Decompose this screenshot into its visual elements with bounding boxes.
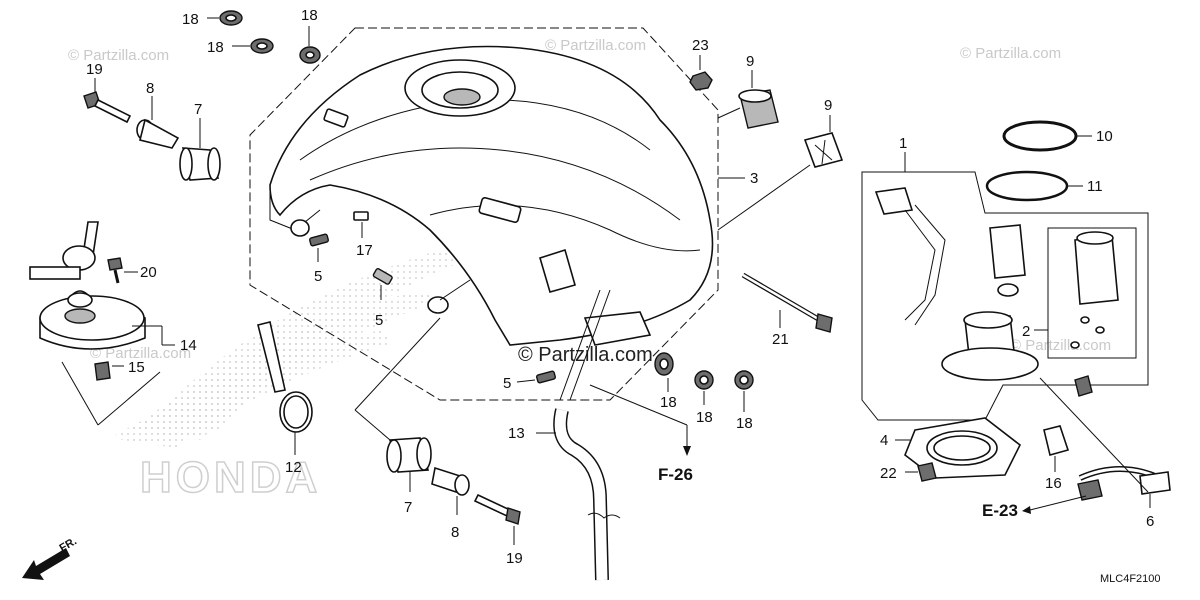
ref-f-26: F-26	[658, 465, 693, 484]
callout-17: 17	[356, 242, 373, 259]
watermark-top-right: © Partzilla.com	[960, 45, 1061, 62]
part-5-cushion-a: 5	[309, 233, 329, 285]
callout-13: 13	[508, 425, 525, 442]
callout-15: 15	[128, 359, 145, 376]
fuel-cap-assembly: 14	[29, 221, 197, 354]
callout-23: 23	[692, 37, 709, 54]
callout-18-a: 18	[182, 11, 199, 28]
fuel-tank	[269, 45, 714, 346]
callout-14: 14	[180, 337, 197, 354]
callout-19-upper: 19	[86, 61, 103, 78]
callout-5-b: 5	[375, 312, 383, 329]
callout-9-upper: 9	[746, 53, 754, 70]
part-8-collar-lower: 8	[431, 466, 470, 541]
callout-12: 12	[285, 459, 302, 476]
part-17-cushion: 17	[353, 211, 373, 259]
part-5-cushion-b: 5	[372, 268, 393, 329]
tank-group-frame	[249, 27, 719, 401]
callout-16: 16	[1045, 475, 1062, 492]
part-4-gasket-plate: 4	[880, 417, 1022, 479]
part-9-grommet-upper: 9	[738, 53, 779, 129]
part-8-collar-upper: 8	[136, 80, 180, 149]
callout-4: 4	[880, 432, 888, 449]
part-5-cushion-c: 5	[503, 370, 556, 392]
part-16-clamp: 16	[1043, 425, 1070, 492]
part-12-strap: 12	[257, 321, 313, 476]
callout-18-d: 18	[660, 394, 677, 411]
part-11-o-ring: 11	[985, 170, 1103, 202]
reference-arrow-icon-e23	[1022, 506, 1031, 514]
part-19-bolt-upper: 19	[83, 61, 132, 124]
part-19-bolt-lower: 19	[473, 493, 523, 567]
front-marker-label: FR.	[58, 535, 79, 554]
part-7-rubber-lower: 7	[386, 437, 432, 516]
watermark-top-left: © Partzilla.com	[68, 47, 169, 64]
part-9-grommet-lower: 9	[803, 97, 844, 168]
callout-1: 1	[899, 135, 907, 152]
diagram-code: MLC4F2100	[1100, 573, 1161, 585]
callout-5-c: 5	[503, 375, 511, 392]
part-18-grommets-bottom: 18 18 18	[654, 352, 754, 432]
part-18-grommets-top: 18 18 18	[182, 7, 321, 64]
callout-20: 20	[140, 264, 157, 281]
callout-9-lower: 9	[824, 97, 832, 114]
callout-10: 10	[1096, 128, 1113, 145]
watermark-left: © Partzilla.com	[90, 345, 191, 362]
part-10-o-ring: 10	[1002, 120, 1113, 152]
frame-reference: F-26	[589, 384, 693, 484]
electrical-reference: E-23	[982, 495, 1087, 520]
reference-arrow-icon	[683, 446, 691, 456]
watermark-right: © Partzilla.com	[1010, 337, 1111, 354]
callout-2: 2	[1022, 323, 1030, 340]
watermark-top-center: © Partzilla.com	[545, 37, 646, 54]
callout-18-e: 18	[696, 409, 713, 426]
part-21-long-bolt: 21	[741, 272, 833, 348]
callout-3: 3	[750, 170, 758, 187]
part-6-fuel-hose: 6	[1039, 377, 1171, 530]
callout-11: 11	[1087, 178, 1103, 195]
part-2-filter-box: 2	[1022, 227, 1137, 359]
callout-6: 6	[1146, 513, 1154, 530]
ref-e-23: E-23	[982, 501, 1018, 520]
part-15-screw: 15	[61, 359, 161, 426]
callout-8-upper: 8	[146, 80, 154, 97]
callout-22: 22	[880, 465, 897, 482]
callout-21: 21	[772, 331, 789, 348]
part-13-drain-tube: 13	[508, 289, 621, 581]
callout-5-a: 5	[314, 268, 322, 285]
part-20-bolt: 20	[107, 257, 157, 284]
callout-7-upper: 7	[194, 101, 202, 118]
honda-wing-logo: HONDA	[110, 250, 470, 503]
honda-logo-text: HONDA	[140, 453, 321, 502]
fuel-pump-unit	[874, 187, 1093, 397]
callout-18-c: 18	[301, 7, 318, 24]
part-23-nut: 23	[689, 37, 713, 91]
part-22-nut: 22	[880, 462, 937, 482]
callout-19-lower: 19	[506, 550, 523, 567]
front-direction-arrow-icon: FR.	[22, 535, 79, 580]
callout-7-lower: 7	[404, 499, 412, 516]
callout-18-f: 18	[736, 415, 753, 432]
callout-8-lower: 8	[451, 524, 459, 541]
fuel-pump-group-frame	[861, 171, 1149, 421]
callout-18-b: 18	[207, 39, 224, 56]
part-7-rubber-upper: 7	[179, 101, 221, 181]
watermark-center: © Partzilla.com	[518, 344, 653, 366]
